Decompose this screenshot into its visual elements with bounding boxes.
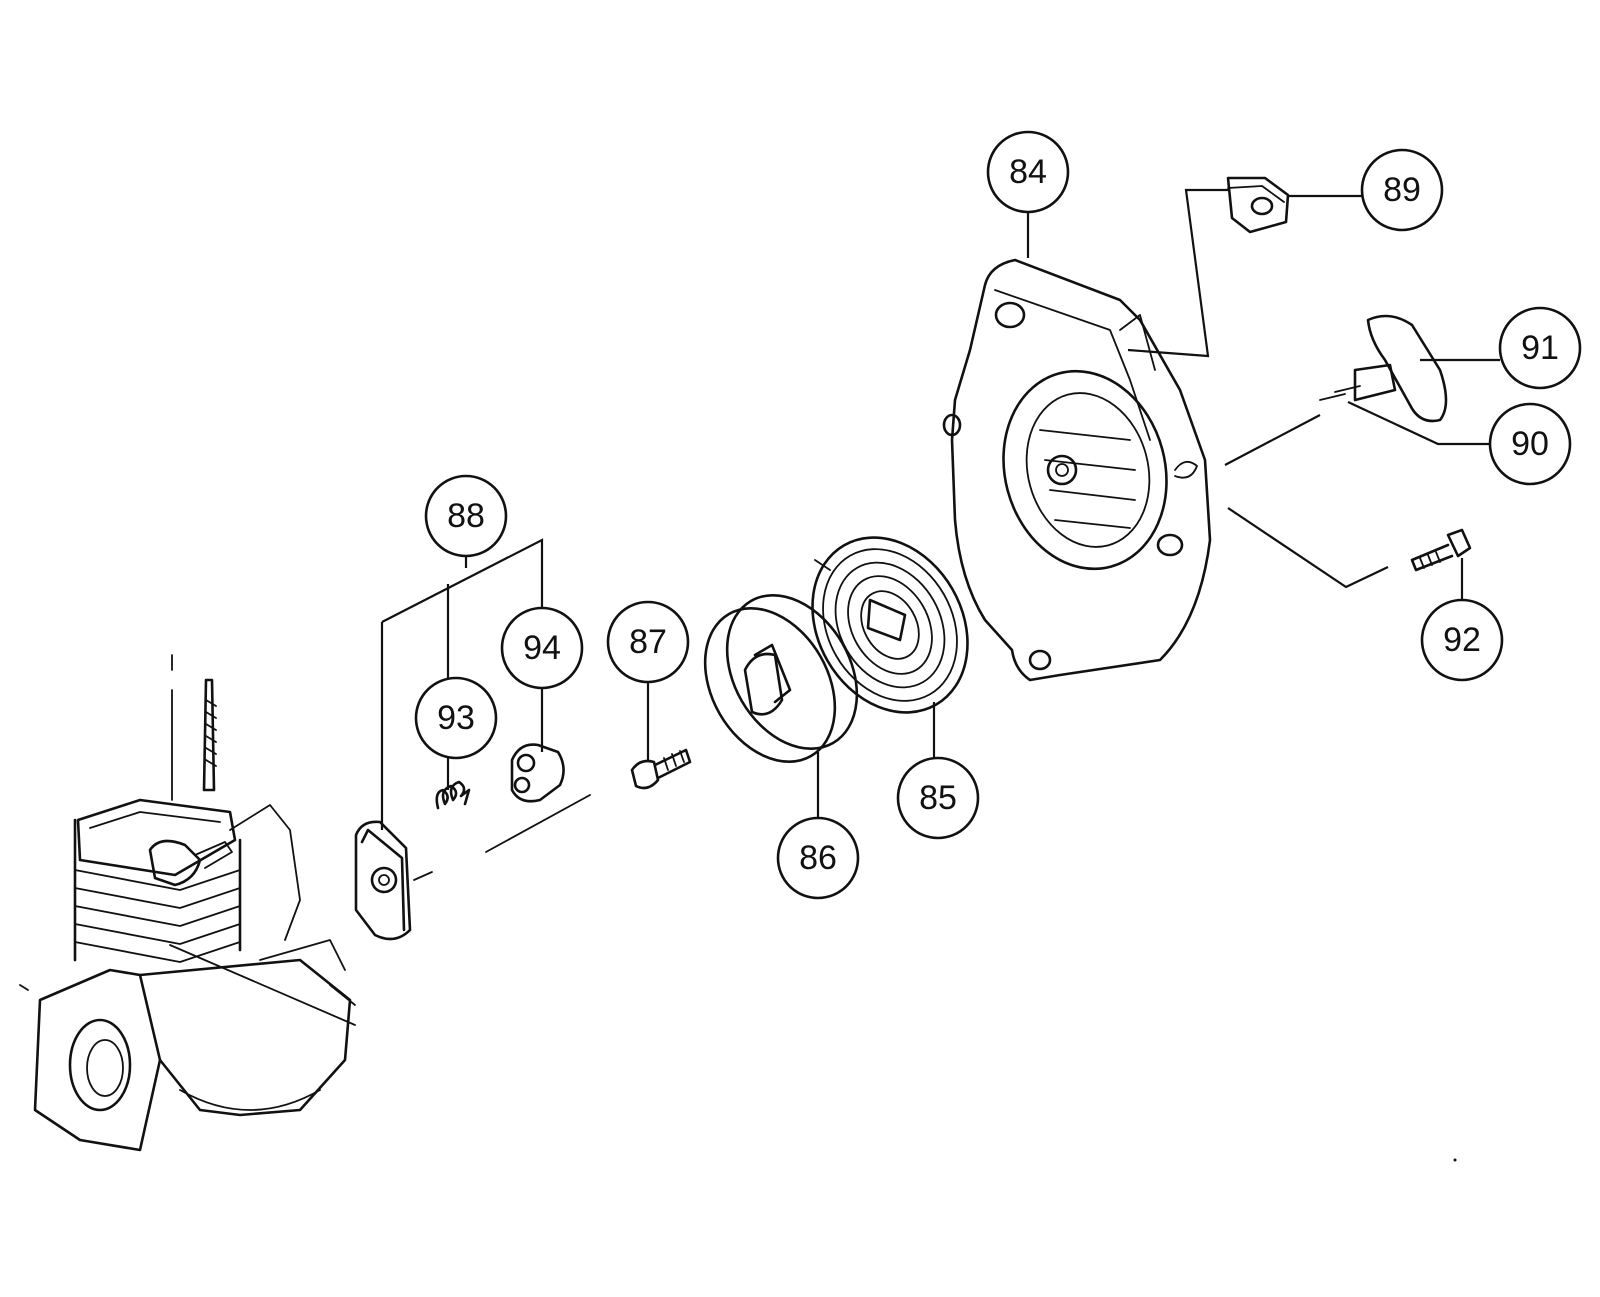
pawl (485, 743, 591, 853)
bolt-87 (630, 748, 692, 790)
callout-87: 87 (606, 600, 690, 684)
callout-88: 88 (424, 474, 508, 558)
rope-guide (1226, 176, 1290, 234)
pawl-spring (435, 780, 471, 810)
svg-text:89: 89 (1383, 171, 1421, 209)
svg-text:90: 90 (1511, 425, 1549, 463)
engine-block (19, 654, 356, 1152)
svg-text:93: 93 (437, 699, 475, 737)
starter-housing (942, 258, 1212, 682)
callout-90: 90 (1488, 402, 1572, 486)
pawl-plate (354, 820, 433, 941)
svg-text:91: 91 (1521, 329, 1559, 367)
callout-84: 84 (986, 130, 1070, 214)
callout-86: 86 (776, 816, 860, 900)
svg-text:87: 87 (629, 623, 667, 661)
svg-text:88: 88 (447, 497, 485, 535)
leader-lines (380, 188, 1500, 830)
callout-92: 92 (1420, 598, 1504, 682)
callout-94: 94 (500, 606, 584, 690)
svg-text:94: 94 (523, 629, 561, 667)
svg-text:86: 86 (799, 839, 837, 877)
bolt-92 (1410, 528, 1472, 572)
stray-dot (1453, 1158, 1457, 1162)
starter-handle (1319, 314, 1448, 423)
callout-91: 91 (1498, 306, 1582, 390)
callout-85: 85 (896, 756, 980, 840)
callout-93: 93 (414, 676, 498, 760)
svg-text:84: 84 (1009, 153, 1047, 191)
recoil-spring (811, 536, 969, 714)
svg-text:92: 92 (1443, 621, 1481, 659)
svg-text:85: 85 (919, 779, 957, 817)
callout-89: 89 (1360, 148, 1444, 232)
